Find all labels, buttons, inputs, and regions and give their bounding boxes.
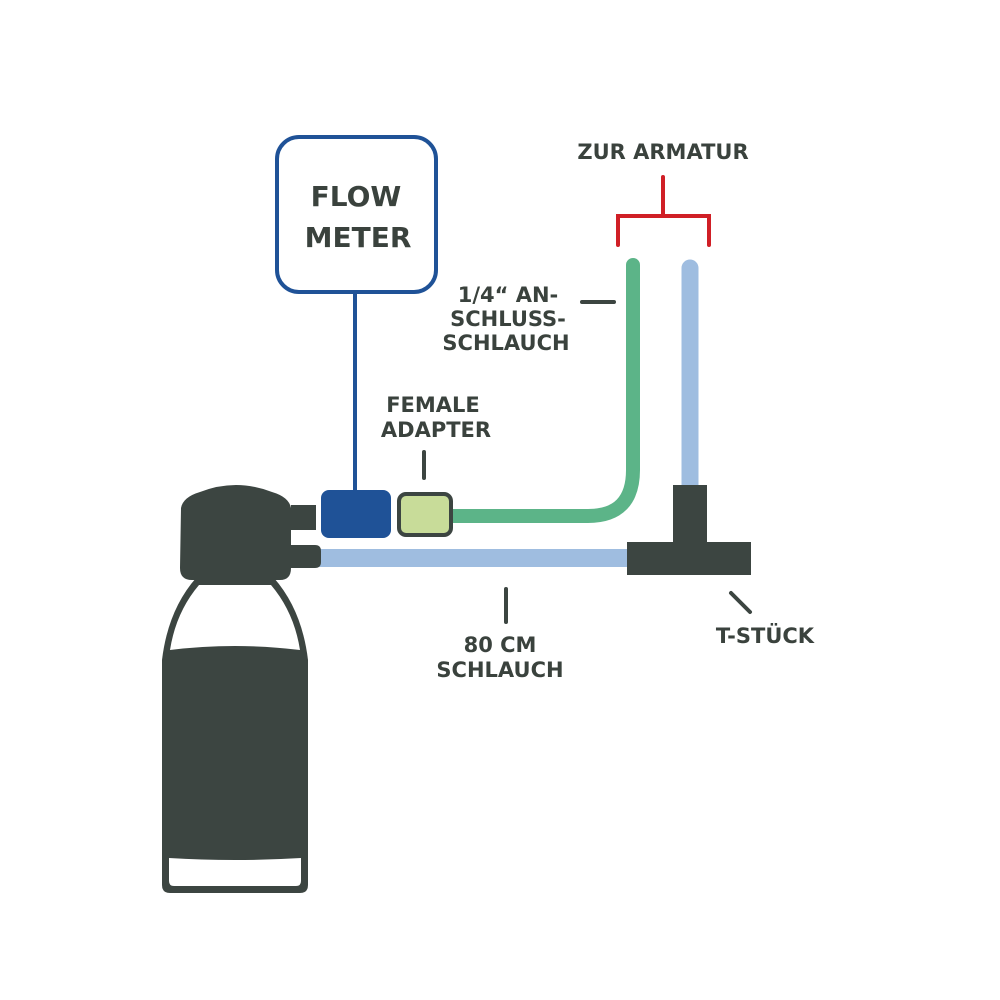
female-adapter <box>397 492 453 537</box>
filter-shoulder-window <box>170 585 300 650</box>
t-stueck-label: T-STÜCK <box>716 623 815 648</box>
armatur-bracket <box>616 175 711 247</box>
flow-meter-label-line1: FLOW <box>311 180 402 213</box>
filter-bottom-window <box>169 858 301 886</box>
schlauch-label-line2: SCHLAUCH <box>436 658 563 682</box>
zur-armatur-label: ZUR ARMATUR <box>577 140 748 164</box>
anschluss-label-line1: 1/4“ AN- <box>458 283 559 307</box>
filter-head <box>180 485 321 580</box>
t-stueck-pointer <box>729 591 752 614</box>
schlauch-label-line1: 80 CM <box>464 633 537 657</box>
filter-body-outline <box>162 578 308 893</box>
green-hose <box>445 258 640 523</box>
flow-meter-connector <box>321 490 391 538</box>
female-adapter-label-line1: FEMALE <box>386 393 480 417</box>
female-adapter-label-line2: ADAPTER <box>381 418 491 442</box>
flow-meter-box <box>275 135 438 294</box>
flow-meter-label-line2: METER <box>305 221 412 254</box>
anschluss-label-line3: SCHLAUCH <box>442 331 569 355</box>
blue-hose-horizontal <box>315 549 630 567</box>
anschluss-label-line2: SCHLUSS- <box>450 307 566 331</box>
t-piece <box>627 485 751 575</box>
water-filter-cartridge <box>162 485 321 893</box>
